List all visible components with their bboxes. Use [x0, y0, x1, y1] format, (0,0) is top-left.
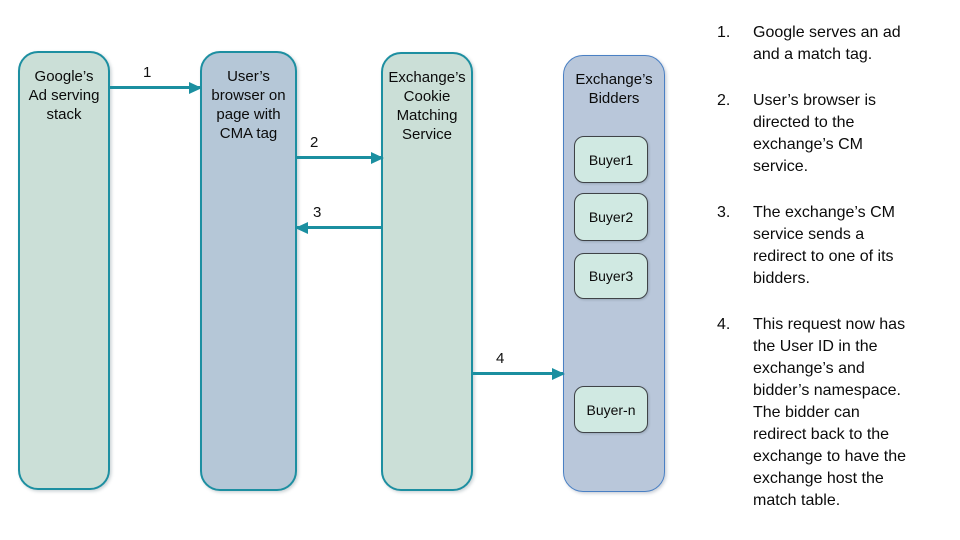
flow-arrow-1: 1: [110, 65, 202, 94]
buyer-box: Buyer-n: [574, 386, 648, 433]
buyer-box: Buyer1: [574, 136, 648, 183]
step-item: 2. User’s browser is directed to the exc…: [717, 90, 955, 178]
step-item: 4. This request now has the User ID in t…: [717, 314, 955, 512]
buyer-box: Buyer2: [574, 193, 648, 241]
buyer-label: Buyer2: [588, 209, 634, 225]
column-title: Exchange’s Cookie Matching Service: [388, 69, 466, 143]
buyer-label: Buyer3: [588, 268, 634, 284]
buyer-label: Buyer-n: [586, 401, 636, 418]
step-text: User’s browser is directed to the exchan…: [753, 92, 876, 175]
column-title: Exchange’s Bidders: [575, 71, 653, 107]
buyer-label: Buyer1: [588, 151, 634, 168]
step-item: 3. The exchange’s CM service sends a red…: [717, 202, 955, 290]
column-exchange-bidders: Exchange’s Bidders Buyer1 Buyer2 Buyer3 …: [563, 55, 665, 492]
step-number: 2.: [717, 92, 731, 109]
step-item: 1. Google serves an ad and a match tag.: [717, 22, 955, 66]
arrow-number: 3: [313, 204, 322, 221]
column-google-stack: Google’s Ad serving stack: [18, 51, 110, 490]
arrow-head-icon: [189, 81, 202, 94]
step-number: 3.: [717, 204, 731, 221]
arrow-head-icon: [371, 151, 384, 164]
column-user-browser: User’s browser on page with CMA tag: [200, 51, 297, 491]
flow-arrow-3: 3: [295, 205, 382, 234]
arrow-head-icon: [295, 221, 308, 234]
step-number: 1.: [717, 24, 731, 41]
column-title: User’s browser on page with CMA tag: [211, 68, 286, 142]
arrow-number: 4: [496, 350, 505, 367]
step-text: The exchange’s CM service sends a redire…: [753, 204, 895, 287]
column-cookie-matching-service: Exchange’s Cookie Matching Service: [381, 52, 473, 491]
step-text: Google serves an ad and a match tag.: [753, 24, 901, 63]
flow-arrow-4: 4: [473, 351, 565, 380]
step-number: 4.: [717, 316, 731, 333]
arrow-number: 2: [310, 134, 319, 151]
column-title: Google’s Ad serving stack: [28, 68, 100, 123]
flow-arrow-2: 2: [297, 135, 384, 164]
steps-list: 1. Google serves an ad and a match tag. …: [717, 22, 955, 536]
step-text: This request now has the User ID in the …: [753, 316, 907, 509]
arrow-head-icon: [552, 367, 565, 380]
buyer-box: Buyer3: [574, 253, 648, 299]
arrow-number: 1: [143, 64, 152, 81]
